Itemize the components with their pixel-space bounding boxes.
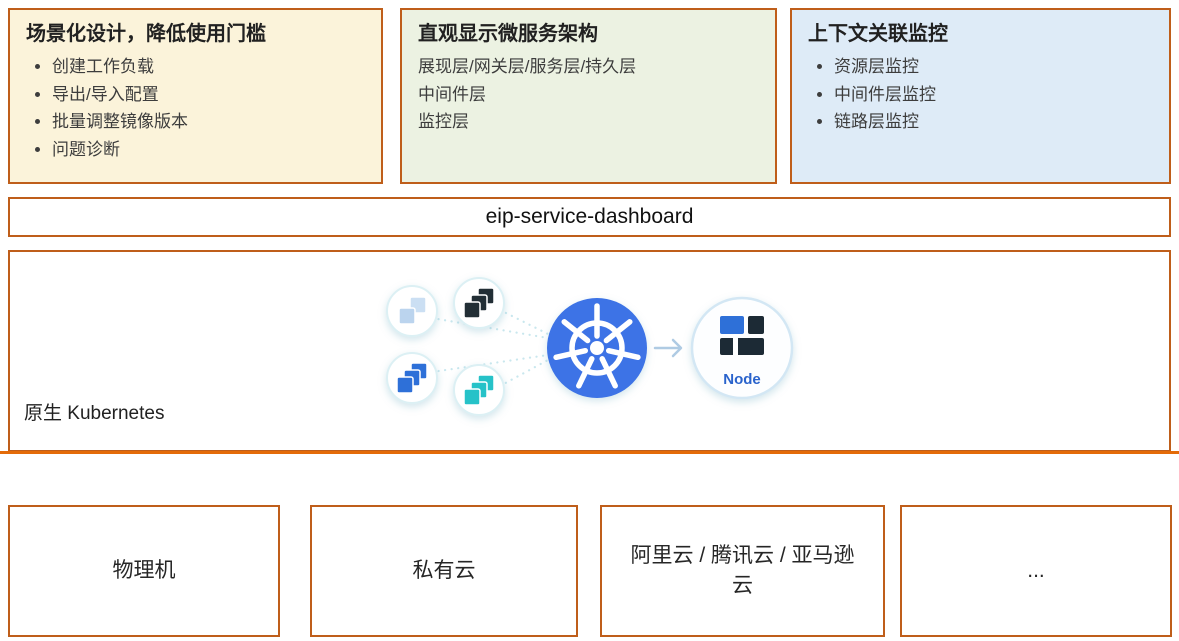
workload-bubble-dark <box>453 277 505 329</box>
stacked-squares-teal-icon <box>463 374 495 406</box>
infra-box-label: 阿里云 / 腾讯云 / 亚马逊云 <box>630 543 855 597</box>
feature-item: 问题诊断 <box>52 136 365 164</box>
feature-item: 展现层/网关层/服务层/持久层 <box>418 57 637 76</box>
feature-list: 资源层监控 中间件层监控 链路层监控 <box>808 53 1153 136</box>
feature-item: 导出/导入配置 <box>52 81 365 109</box>
feature-box-title: 场景化设计，降低使用门槛 <box>26 23 266 45</box>
kubernetes-helm-icon <box>553 303 641 389</box>
feature-item: 中间件层 <box>418 84 486 104</box>
feature-item: 创建工作负载 <box>52 53 365 81</box>
node-label: Node <box>723 371 761 388</box>
feature-list: 创建工作负载 导出/导入配置 批量调整镜像版本 问题诊断 <box>26 53 365 163</box>
kubernetes-circle <box>547 298 647 398</box>
feature-box-title: 直观显示微服务架构 <box>418 23 598 45</box>
infra-box-more: ... <box>900 505 1172 637</box>
arrow-icon <box>653 338 683 358</box>
stacked-squares-blue-icon <box>396 362 428 394</box>
node-icon <box>720 316 764 355</box>
feature-item: 批量调整镜像版本 <box>52 108 365 136</box>
infra-box-public-clouds: 阿里云 / 腾讯云 / 亚马逊云 <box>600 505 885 637</box>
feature-list: 展现层/网关层/服务层/持久层 中间件层 监控层 <box>418 53 759 136</box>
infra-box-label: 物理机 <box>112 558 176 582</box>
stacked-squares-light-icon <box>398 296 427 325</box>
feature-item: 资源层监控 <box>834 53 1153 81</box>
feature-item: 中间件层监控 <box>834 81 1153 109</box>
node-circle: Node <box>690 296 794 400</box>
infra-box-physical-machine: 物理机 <box>8 505 280 637</box>
stacked-squares-dark-icon <box>463 287 495 319</box>
infra-box-private-cloud: 私有云 <box>310 505 578 637</box>
feature-item: 链路层监控 <box>834 108 1153 136</box>
connector-lines <box>430 308 550 388</box>
infra-box-label: ... <box>1027 558 1045 582</box>
kubernetes-label: 原生 Kubernetes <box>24 403 165 424</box>
feature-box-microservice-architecture: 直观显示微服务架构 展现层/网关层/服务层/持久层 中间件层 监控层 <box>400 8 777 184</box>
workload-bubble-light <box>386 285 438 337</box>
feature-box-scenario-design: 场景化设计，降低使用门槛 创建工作负载 导出/导入配置 批量调整镜像版本 问题诊… <box>8 8 383 184</box>
feature-box-context-monitoring: 上下文关联监控 资源层监控 中间件层监控 链路层监控 <box>790 8 1171 184</box>
dashboard-label: eip-service-dashboard <box>485 205 694 228</box>
kubernetes-box: 原生 Kubernetes <box>8 250 1171 452</box>
dashboard-bar: eip-service-dashboard <box>8 197 1171 237</box>
infra-box-label: 私有云 <box>412 558 476 582</box>
feature-box-title: 上下文关联监控 <box>808 23 948 45</box>
workload-bubble-blue <box>386 352 438 404</box>
workload-bubble-teal <box>453 364 505 416</box>
orange-divider <box>0 451 1179 454</box>
kubernetes-illustration: Node <box>386 277 794 416</box>
feature-item: 监控层 <box>418 112 469 132</box>
